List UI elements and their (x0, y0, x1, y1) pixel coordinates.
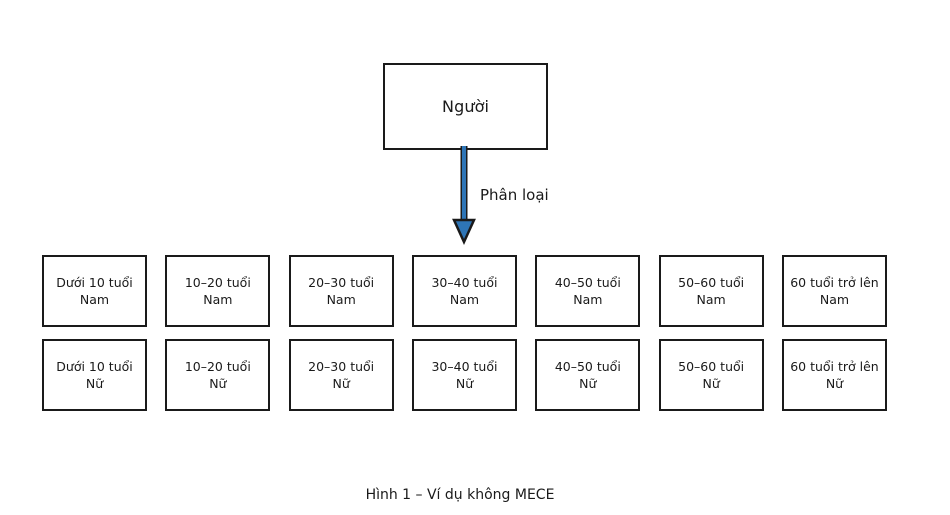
leaf-box[interactable]: 20–30 tuổi Nữ (288, 339, 394, 411)
leaf-gender: Nam (449, 292, 480, 307)
leaf-range: 40–50 tuổi (554, 275, 621, 290)
leaf-range: 50–60 tuổi (678, 359, 745, 374)
leaf-range: 10–20 tuổi (184, 275, 251, 290)
leaf-row-nu: Dưới 10 tuổi Nữ 10–20 tuổi Nữ 20–30 tuổi… (42, 339, 887, 411)
leaf-box[interactable]: 40–50 tuổi Nữ (535, 339, 641, 411)
connector-label-phan-loai: Phân loại (480, 186, 549, 204)
leaf-box[interactable]: 60 tuổi trở lên Nữ (781, 339, 887, 411)
leaf-box[interactable]: 60 tuổi trở lên Nam (781, 255, 887, 327)
leaf-box[interactable]: 50–60 tuổi Nữ (658, 339, 764, 411)
leaf-gender: Nữ (209, 376, 227, 391)
leaf-gender: Nữ (579, 376, 597, 391)
leaf-gender: Nam (326, 292, 356, 307)
leaf-gender: Nữ (825, 376, 844, 391)
leaf-box[interactable]: Dưới 10 tuổi Nữ (42, 339, 147, 411)
leaf-gender: Nam (696, 292, 726, 307)
leaf-gender: Nam (79, 292, 110, 307)
leaf-box[interactable]: Dưới 10 tuổi Nam (42, 255, 147, 327)
leaf-range: Dưới 10 tuổi (56, 275, 133, 290)
connector-arrow-icon (452, 146, 476, 246)
leaf-gender: Nữ (85, 376, 104, 391)
leaf-box[interactable]: 30–40 tuổi Nữ (411, 339, 517, 411)
leaf-range: 30–40 tuổi (431, 359, 498, 374)
figure-caption: Hình 1 – Ví dụ không MECE (365, 487, 555, 503)
leaf-range: 20–30 tuổi (308, 275, 375, 290)
leaf-range: 50–60 tuổi (678, 275, 745, 290)
leaf-gender: Nữ (455, 376, 474, 391)
leaf-range: 10–20 tuổi (184, 359, 251, 374)
leaf-box[interactable]: 30–40 tuổi Nam (411, 255, 517, 327)
leaf-grid: Dưới 10 tuổi Nam 10–20 tuổi Nam 20–30 tu… (42, 255, 887, 411)
leaf-range: Dưới 10 tuổi (56, 359, 133, 374)
root-node-label: Người (442, 96, 489, 116)
leaf-box[interactable]: 40–50 tuổi Nam (535, 255, 641, 327)
leaf-box[interactable]: 50–60 tuổi Nam (658, 255, 764, 327)
root-node-nguoi[interactable]: Người (383, 63, 548, 150)
leaf-range: 60 tuổi trở lên (790, 275, 879, 290)
leaf-box[interactable]: 10–20 tuổi Nam (165, 255, 271, 327)
leaf-gender: Nam (203, 292, 233, 307)
leaf-range: 30–40 tuổi (431, 275, 498, 290)
leaf-gender: Nam (819, 292, 850, 307)
leaf-range: 60 tuổi trở lên (790, 359, 879, 374)
leaf-gender: Nữ (702, 376, 720, 391)
leaf-gender: Nam (573, 292, 603, 307)
leaf-row-nam: Dưới 10 tuổi Nam 10–20 tuổi Nam 20–30 tu… (42, 255, 887, 327)
leaf-gender: Nữ (332, 376, 350, 391)
leaf-range: 20–30 tuổi (308, 359, 375, 374)
leaf-range: 40–50 tuổi (554, 359, 621, 374)
leaf-box[interactable]: 20–30 tuổi Nam (288, 255, 394, 327)
leaf-box[interactable]: 10–20 tuổi Nữ (165, 339, 271, 411)
